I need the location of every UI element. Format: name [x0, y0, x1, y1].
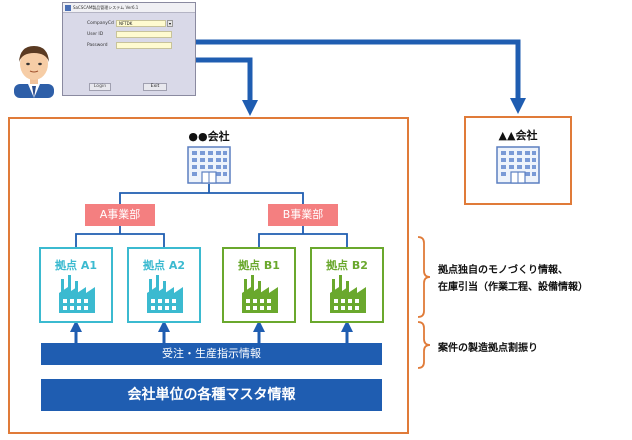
site-label: 拠点 A1	[55, 259, 97, 272]
main-company-name: ●●会社	[188, 130, 230, 143]
orders-bar: 受注・生産指示情報	[41, 343, 382, 365]
userid-label: User ID	[87, 32, 104, 37]
order-to-site-arrows	[70, 320, 353, 343]
arrow-to-other-company	[196, 39, 527, 115]
company-dropdown-icon[interactable]: ▾	[167, 20, 173, 27]
password-field[interactable]	[116, 42, 172, 49]
site-info-note-line2: 在庫引当（作業工程、設備情報）	[438, 282, 588, 293]
site-info-brace	[417, 236, 431, 318]
building-icon	[496, 146, 540, 184]
main-company-frame	[8, 117, 409, 434]
company-label: CompanyCd	[87, 21, 114, 26]
site-label: 拠点 A2	[143, 259, 185, 272]
site-a2: 拠点 A2	[127, 247, 201, 323]
user-avatar-icon	[14, 46, 54, 98]
arrow-to-main-company	[196, 57, 259, 117]
exit-button[interactable]: Exit	[143, 83, 167, 91]
master-bar: 会社単位の各種マスタ情報	[41, 379, 382, 411]
other-company-name: ▲▲会社	[498, 129, 538, 142]
site-b2: 拠点 B2	[310, 247, 384, 323]
userid-field[interactable]	[116, 31, 172, 38]
factory-icon	[330, 275, 366, 313]
login-button[interactable]: Login	[89, 83, 111, 91]
department-a: A事業部	[85, 204, 155, 226]
site-info-note-line1: 拠点独自のモノづくり情報、	[438, 265, 568, 276]
assignment-note: 案件の製造拠点割振り	[438, 343, 538, 354]
assignment-brace	[417, 321, 431, 369]
login-window-title: SaCSCAM製品管理システム Ver6.1	[63, 3, 195, 13]
company-field[interactable]: NFTDK	[116, 20, 166, 27]
department-b: B事業部	[268, 204, 338, 226]
building-icon	[187, 146, 231, 184]
site-b1: 拠点 B1	[222, 247, 296, 323]
login-window: SaCSCAM製品管理システム Ver6.1 CompanyCd NFTDK ▾…	[62, 2, 196, 96]
password-label: Password	[87, 43, 108, 48]
site-label: 拠点 B2	[326, 259, 368, 272]
other-company-frame	[464, 116, 572, 205]
factory-icon	[242, 275, 278, 313]
factory-icon	[59, 275, 95, 313]
site-a1: 拠点 A1	[39, 247, 113, 323]
site-label: 拠点 B1	[238, 259, 280, 272]
factory-icon	[147, 275, 183, 313]
app-icon	[65, 5, 71, 11]
